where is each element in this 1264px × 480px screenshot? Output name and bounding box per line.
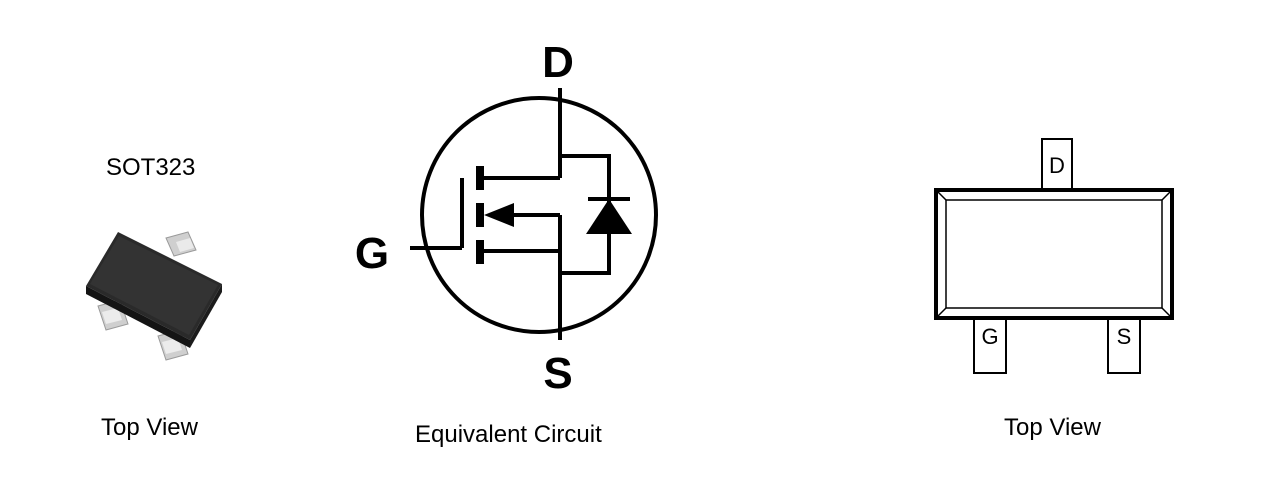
transistor-envelope-circle [420, 96, 658, 334]
body-diode-icon [586, 199, 632, 234]
circuit-pin-gate-label: G [355, 229, 389, 278]
package-body [86, 232, 222, 348]
pinout-pin-drain-label: D [1049, 153, 1065, 178]
package-lead-top [165, 231, 197, 257]
channel-segment-bottom [476, 240, 484, 264]
channel-segment-middle [476, 203, 484, 227]
pinout-caption: Top View [1004, 414, 1101, 441]
package-caption: Top View [101, 414, 198, 441]
circuit-caption: Equivalent Circuit [415, 421, 602, 448]
package-lead-bottom-left [97, 299, 129, 331]
circuit-pin-drain-label: D [542, 38, 574, 87]
pinout-pin-gate-label: G [981, 324, 998, 349]
pinout-body [934, 188, 1174, 320]
pinout-lead-source [1107, 317, 1141, 374]
body-arrow-icon [484, 203, 514, 227]
pinout-pin-source-label: S [1117, 324, 1132, 349]
circuit-pin-source-label: S [543, 349, 572, 398]
pinout-lead-gate [973, 317, 1007, 374]
pinout-lead-drain [1041, 138, 1073, 191]
package-name: SOT323 [106, 154, 196, 181]
channel-segment-top [476, 166, 484, 190]
package-lead-bottom-right [157, 329, 189, 361]
diode-branch-wire [560, 154, 611, 275]
